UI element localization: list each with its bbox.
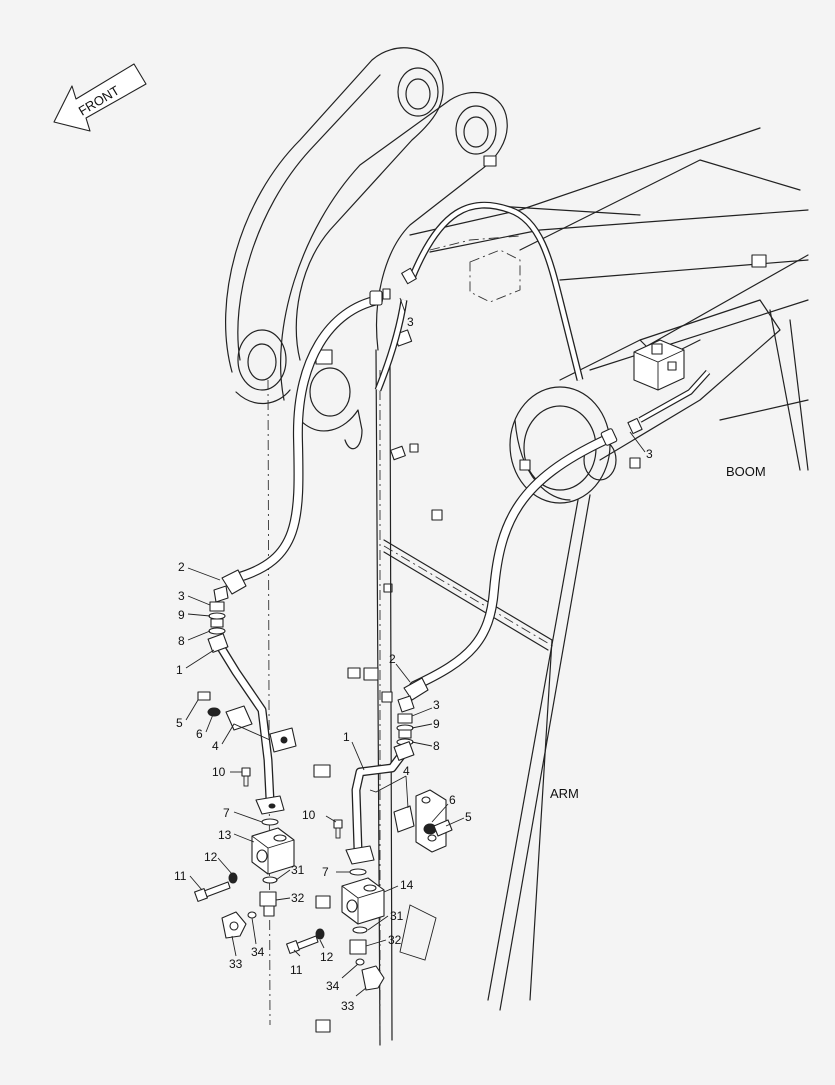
callout-12: 12 (204, 850, 218, 864)
front-arrow-icon: FRONT (53, 63, 147, 132)
callout-9: 9 (433, 717, 440, 731)
callout-11: 11 (174, 869, 187, 883)
callout-12: 12 (320, 950, 334, 964)
callout-31: 31 (390, 909, 404, 923)
callout-11: 11 (290, 963, 303, 977)
callout-6: 6 (196, 727, 203, 741)
valve-block (633, 339, 685, 391)
callout-5: 5 (465, 810, 472, 824)
callout-1: 1 (176, 663, 183, 677)
callout-3: 3 (178, 589, 185, 603)
callout-33: 33 (229, 957, 243, 971)
callout-32: 32 (388, 933, 402, 947)
callout-5: 5 (176, 716, 183, 730)
callout-1: 1 (343, 730, 350, 744)
callout-14: 14 (400, 878, 414, 892)
callout-10: 10 (212, 765, 226, 779)
callout-4: 4 (403, 764, 410, 778)
right-pipe-assembly (286, 677, 453, 991)
hose-right (409, 417, 643, 691)
callout-34: 34 (326, 979, 340, 993)
callout-2: 2 (178, 560, 185, 574)
boom-label: BOOM (726, 464, 766, 479)
callout-4: 4 (212, 739, 219, 753)
arm-structure (267, 349, 591, 1046)
callout-8: 8 (433, 739, 440, 753)
hose-left (231, 288, 391, 583)
callout-2: 2 (389, 652, 396, 666)
callout-3: 3 (407, 315, 414, 329)
boom-structure (225, 47, 809, 593)
arm-label: ARM (550, 786, 579, 801)
callout-9: 9 (178, 608, 185, 622)
callout-34: 34 (251, 945, 265, 959)
callout-6: 6 (449, 793, 456, 807)
callout-8: 8 (178, 634, 185, 648)
left-pipe-assembly (194, 569, 297, 939)
callout-7: 7 (223, 806, 230, 820)
callout-3: 3 (433, 698, 440, 712)
pipe-boom-top (374, 201, 711, 423)
callout-7: 7 (322, 865, 329, 879)
block-13 (251, 827, 295, 875)
callout-31: 31 (291, 863, 305, 877)
leader-lines (185, 297, 646, 997)
callouts: 3 3 2 3 9 8 1 5 6 4 10 7 13 12 11 31 32 … (174, 315, 653, 1013)
block-14 (341, 877, 385, 925)
callout-32: 32 (291, 891, 305, 905)
callout-13: 13 (218, 828, 232, 842)
callout-3: 3 (646, 447, 653, 461)
callout-33: 33 (341, 999, 355, 1013)
callout-10: 10 (302, 808, 316, 822)
